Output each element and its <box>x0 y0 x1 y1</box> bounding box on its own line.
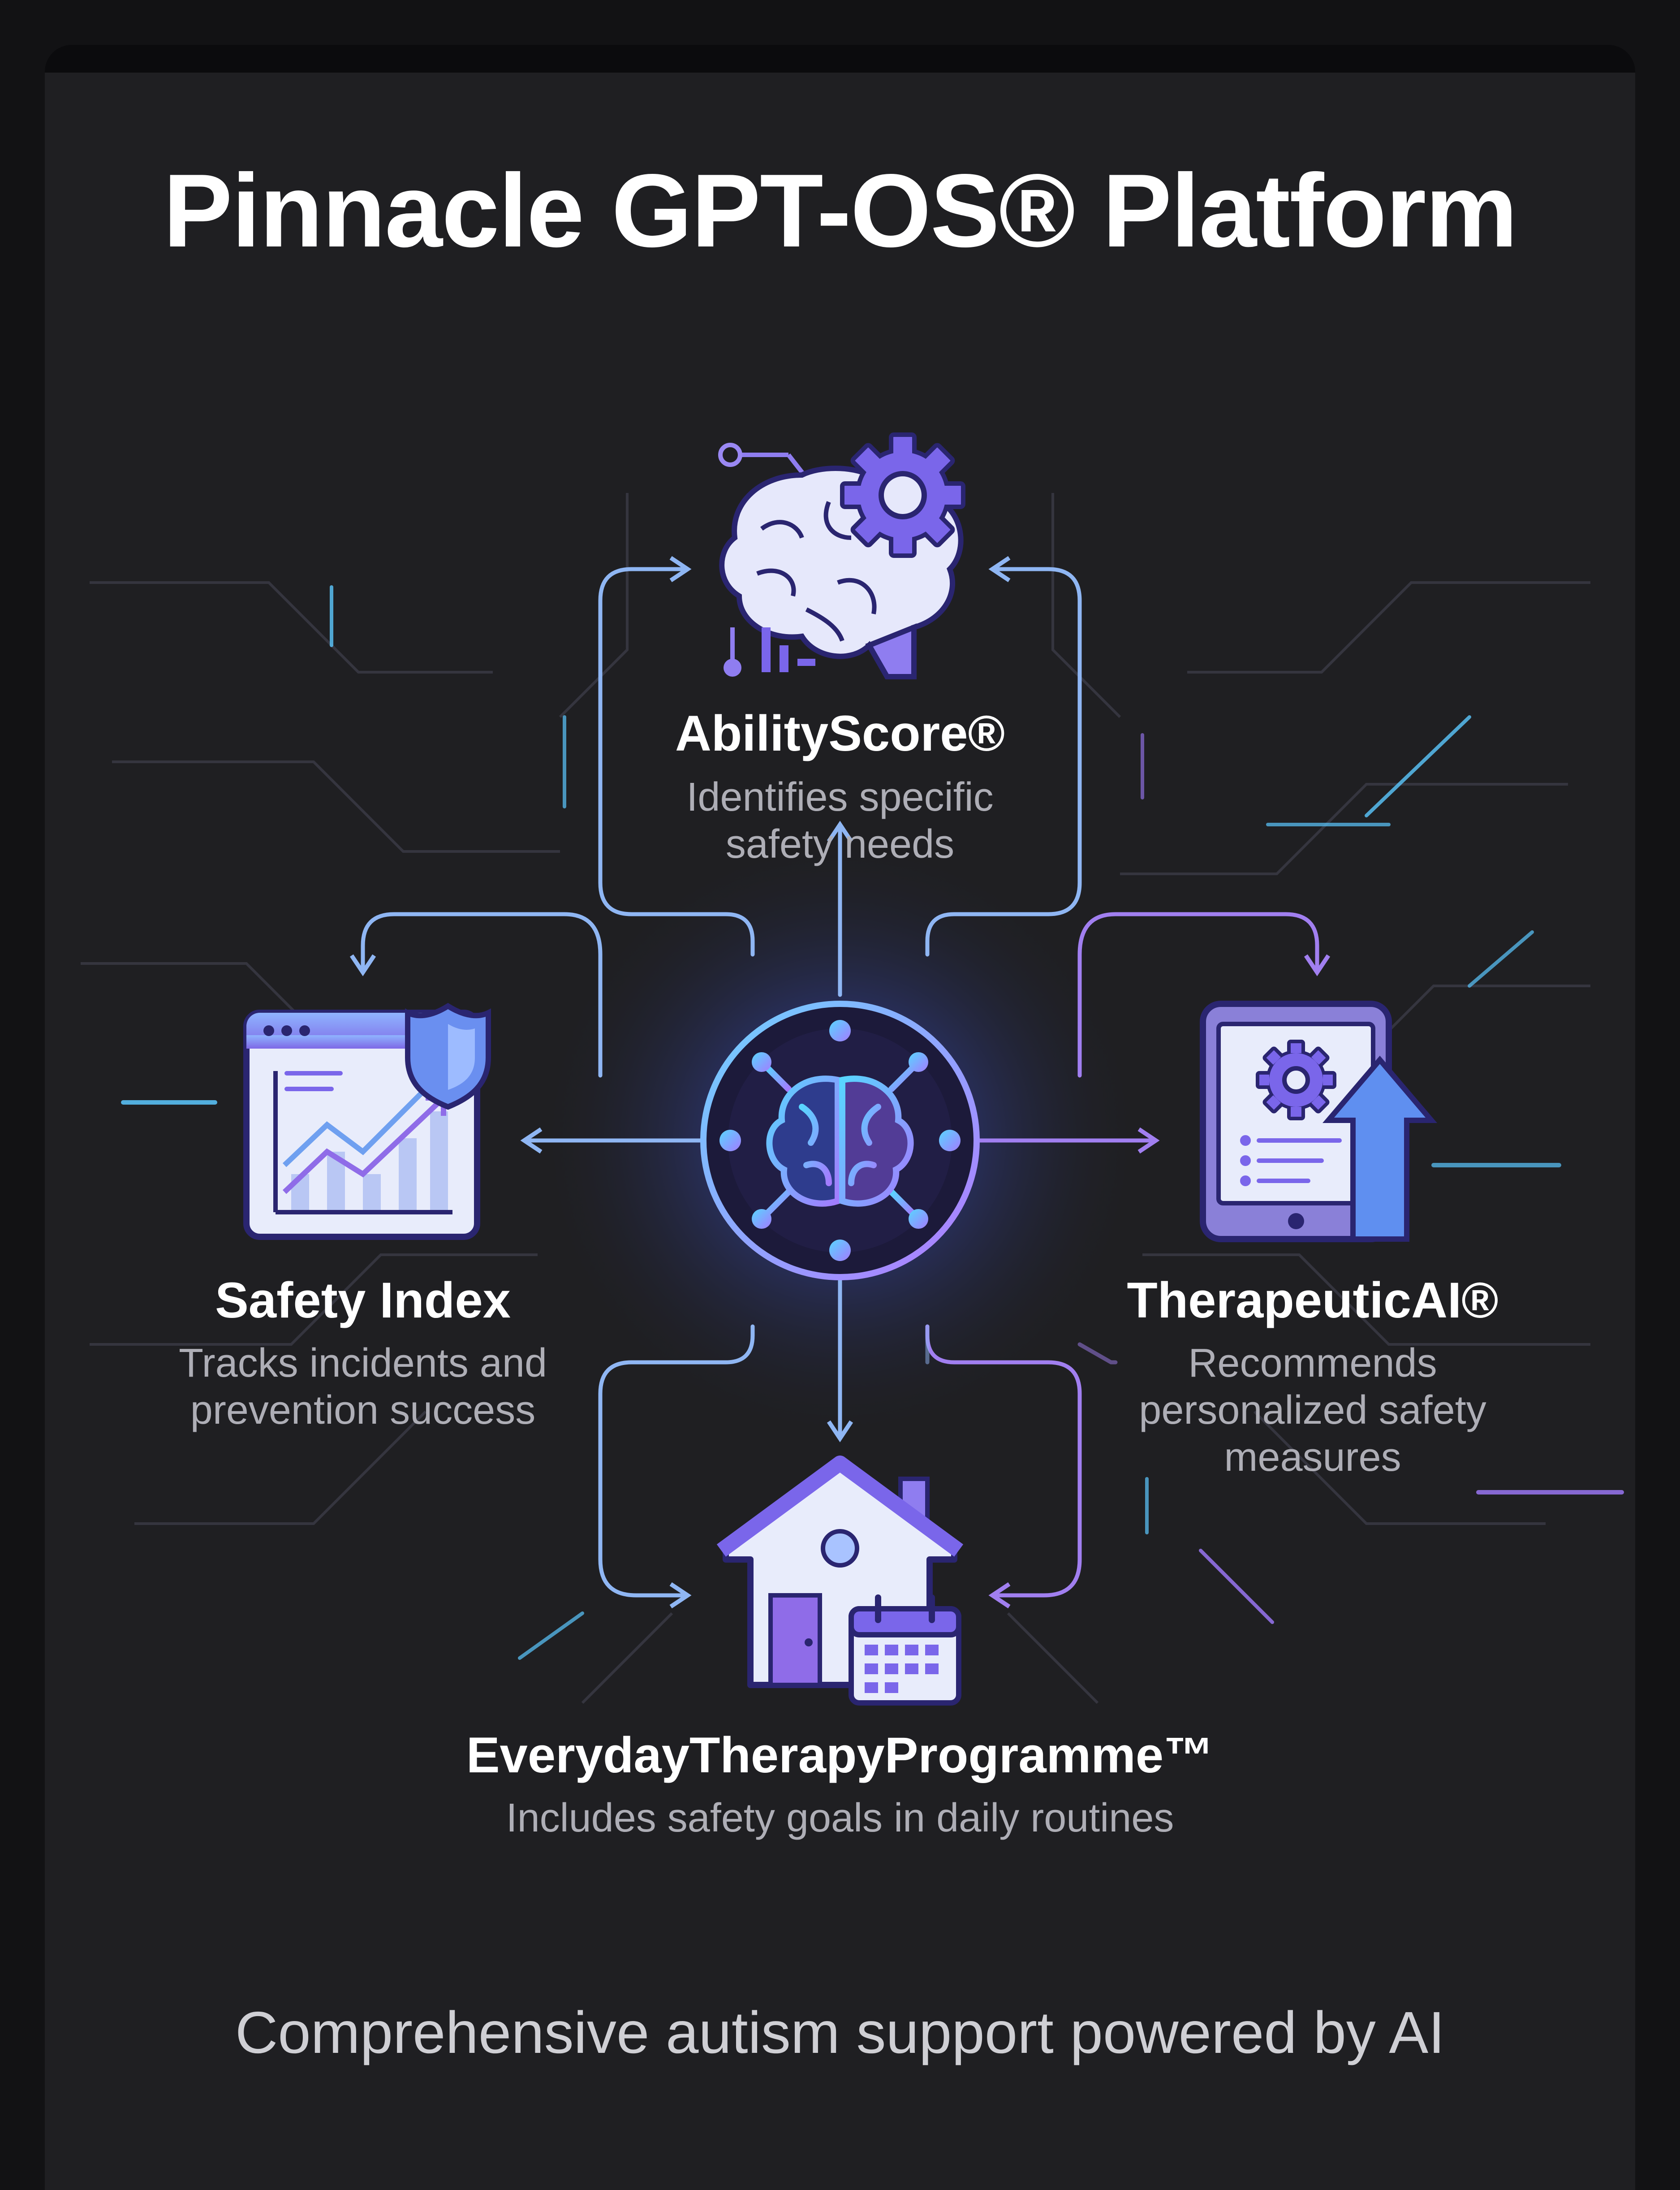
connector-left-upper <box>349 912 603 1078</box>
node-title-safety-index: Safety Index <box>215 1272 511 1328</box>
node-title-abilityscore: AbilityScore® <box>675 705 1005 761</box>
circuit-highlights <box>121 585 1624 1660</box>
house-calendar-icon <box>716 1456 964 1706</box>
node-description-safety-index: Tracks incidents and prevention success <box>178 1341 547 1433</box>
connector-left-lower <box>598 1324 755 1609</box>
chart-shield-icon <box>243 1002 491 1240</box>
hub-spoke-dots <box>719 1020 961 1261</box>
tablet-gear-icon <box>1200 1001 1437 1242</box>
connector-right-upper <box>1077 912 1331 1078</box>
node-title-therapeuticai: TherapeuticAI® <box>1127 1272 1499 1328</box>
tagline: Comprehensive autism support powered by … <box>235 2000 1445 2065</box>
connector-top-right <box>925 556 1082 957</box>
node-title-everydaytherapyprogramme: EverydayTherapyProgramme™ <box>466 1727 1214 1783</box>
node-description-abilityscore: Identifies specific safety needs <box>686 775 994 867</box>
node-description-everydaytherapyprogramme: Includes safety goals in daily routines <box>506 1796 1174 1840</box>
hub-node <box>700 1001 980 1280</box>
page-title: Pinnacle GPT-OS® Platform <box>163 153 1518 269</box>
connector-top-left <box>598 556 755 957</box>
node-description-therapeuticai: Recommends personalized safety measures <box>1139 1341 1486 1480</box>
connector-right-lower <box>925 1324 1082 1609</box>
connectors <box>349 556 1331 1609</box>
card-top-bar <box>45 45 1635 73</box>
brain-gear-icon <box>718 432 965 679</box>
